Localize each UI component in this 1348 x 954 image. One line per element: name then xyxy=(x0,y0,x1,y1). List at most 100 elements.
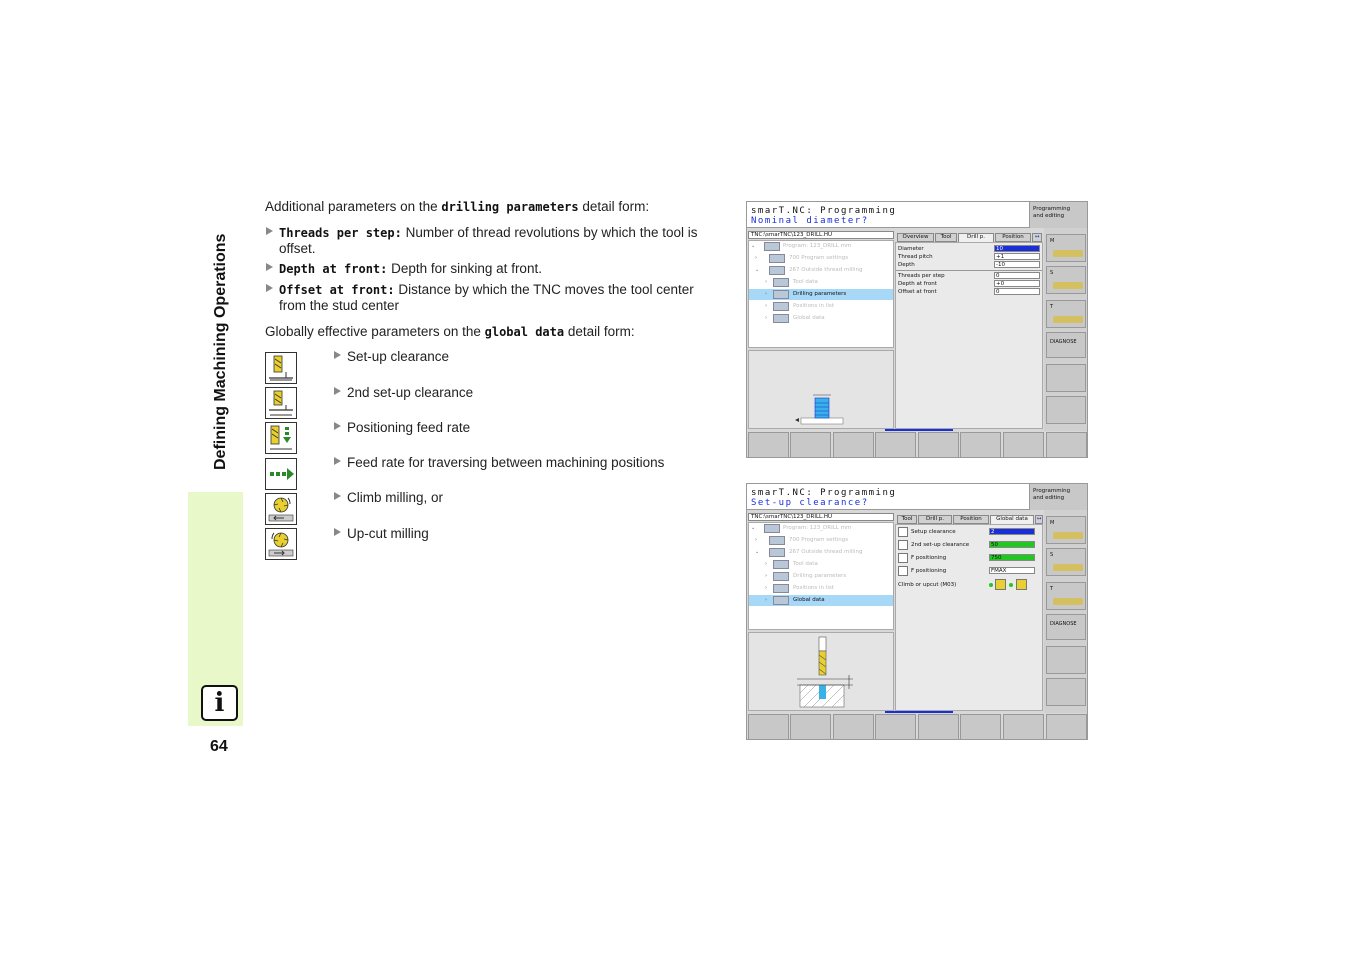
softkey-empty[interactable] xyxy=(1046,364,1086,392)
bullet-arrow-icon xyxy=(334,422,341,430)
param-threads-per-step: Threads per step: Number of thread revol… xyxy=(279,225,698,256)
tab-tool[interactable]: Tool xyxy=(935,233,957,242)
tree-item[interactable]: ⌄267 Outside thread milling xyxy=(755,548,863,557)
traverse-feed-icon xyxy=(265,458,297,490)
tab-scroll-arrows-icon[interactable]: ↔ xyxy=(1032,233,1042,242)
softkey-s[interactable]: S xyxy=(1046,548,1086,576)
bullet-arrow-icon xyxy=(266,263,273,271)
softkey-empty[interactable] xyxy=(833,714,874,739)
field-row: Depth at front+0 xyxy=(898,280,1042,288)
softkey-empty[interactable] xyxy=(748,432,789,457)
focus-indicator xyxy=(885,429,953,431)
f-positioning-input[interactable]: 750 xyxy=(989,554,1035,561)
softkey-empty[interactable] xyxy=(960,714,1001,739)
screen-header: smarT.NC: Programming Set-up clearance? xyxy=(747,484,1029,510)
offset-at-front-input[interactable]: 0 xyxy=(994,288,1040,295)
softkey-diagnose[interactable]: DIAGNOSE xyxy=(1046,614,1086,640)
softkey-empty[interactable] xyxy=(1003,714,1044,739)
bullet-arrow-icon xyxy=(266,284,273,292)
param-depth-at-front: Depth at front: Depth for sinking at fro… xyxy=(279,261,542,276)
intro-drilling-params: Additional parameters on the drilling pa… xyxy=(265,199,650,214)
tab-drill-params[interactable]: Drill p. xyxy=(918,515,952,524)
climb-milling-icon xyxy=(995,579,1006,590)
softkey-empty[interactable] xyxy=(875,714,916,739)
tree-item[interactable]: ›Drilling parameters xyxy=(765,572,847,581)
bullet-arrow-icon xyxy=(334,528,341,536)
tree-item[interactable]: ⌄267 Outside thread milling xyxy=(755,266,863,275)
tab-scroll-arrows-icon[interactable]: ↔ xyxy=(1035,515,1043,524)
global-param-label: Feed rate for traversing between machini… xyxy=(347,455,665,470)
global-param-label: Set-up clearance xyxy=(347,349,450,364)
thread-pitch-input[interactable]: +1 xyxy=(994,253,1040,260)
param-offset-at-front: Offset at front: Distance by which the T… xyxy=(279,282,694,313)
tree-item-selected[interactable]: ›Global data xyxy=(749,595,893,606)
bullet-arrow-icon xyxy=(334,351,341,359)
climb-radio[interactable] xyxy=(989,583,993,587)
tab-global-data[interactable]: Global data xyxy=(990,515,1034,524)
tree-item[interactable]: ›700 Program settings xyxy=(755,536,849,545)
softkey-empty[interactable] xyxy=(875,432,916,457)
tab-drill-params[interactable]: Drill p. xyxy=(958,233,994,242)
page-number: 64 xyxy=(210,738,228,755)
tree-item[interactable]: ›700 Program settings xyxy=(755,254,849,263)
depth-at-front-input[interactable]: +0 xyxy=(994,280,1040,287)
softkey-empty[interactable] xyxy=(960,432,1001,457)
softkey-m[interactable]: M xyxy=(1046,234,1086,262)
upcut-radio[interactable] xyxy=(1009,583,1013,587)
softkey-empty[interactable] xyxy=(1046,678,1086,706)
softkey-empty[interactable] xyxy=(790,432,831,457)
softkey-empty[interactable] xyxy=(1046,396,1086,424)
softkey-empty[interactable] xyxy=(833,432,874,457)
depth-input[interactable]: -10 xyxy=(994,261,1040,268)
chapter-title: Defining Machining Operations xyxy=(212,233,229,470)
softkey-empty[interactable] xyxy=(1046,714,1087,739)
file-path: TNC:\smarTNC\123_DRILL.HU xyxy=(748,513,894,521)
softkey-empty[interactable] xyxy=(918,432,959,457)
softkey-t[interactable]: T xyxy=(1046,300,1086,328)
tab-position[interactable]: Position xyxy=(995,233,1031,242)
bullet-arrow-icon xyxy=(334,457,341,465)
field-row: Thread pitch+1 xyxy=(898,253,1042,261)
tree-item[interactable]: ⌄Program: 123_DRILL mm xyxy=(751,524,852,533)
softkey-diagnose[interactable]: DIAGNOSE xyxy=(1046,332,1086,358)
softkey-t[interactable]: T xyxy=(1046,582,1086,610)
softkey-empty[interactable] xyxy=(1046,432,1087,457)
tab-tool[interactable]: Tool xyxy=(897,515,917,524)
upcut-milling-icon xyxy=(265,528,297,560)
tab-overview[interactable]: Overview xyxy=(897,233,934,242)
file-path: TNC:\smarTNC\123_DRILL.HU xyxy=(748,231,894,239)
diameter-input[interactable]: 10 xyxy=(994,245,1040,252)
upcut-milling-icon xyxy=(1016,579,1027,590)
softkey-empty[interactable] xyxy=(918,714,959,739)
tree-item[interactable]: ›Tool data xyxy=(765,278,818,287)
second-setup-clearance-input[interactable]: 50 xyxy=(989,541,1035,548)
global-param-label: Positioning feed rate xyxy=(347,420,471,435)
tree-item[interactable]: ⌄Program: 123_DRILL mm xyxy=(751,242,852,251)
softkey-s[interactable]: S xyxy=(1046,266,1086,294)
f-traverse-input[interactable]: FMAX xyxy=(989,567,1035,574)
bullet-arrow-icon xyxy=(334,492,341,500)
softkey-empty[interactable] xyxy=(1003,432,1044,457)
tree-item[interactable]: ›Positions in list xyxy=(765,302,834,311)
softkey-empty[interactable] xyxy=(1046,646,1086,674)
softkey-empty[interactable] xyxy=(748,714,789,739)
setup-clearance-input[interactable]: 2 xyxy=(989,528,1035,535)
tree-item[interactable]: ›Tool data xyxy=(765,560,818,569)
threads-per-step-input[interactable]: 0 xyxy=(994,272,1040,279)
tree-item[interactable]: ›Global data xyxy=(765,314,825,323)
tree-item[interactable]: ›Positions in list xyxy=(765,584,834,593)
tab-position[interactable]: Position xyxy=(953,515,989,524)
graphic-preview xyxy=(748,350,894,429)
softkey-empty[interactable] xyxy=(790,714,831,739)
field-row: Climb or upcut (M03) xyxy=(898,579,1042,590)
tree-item-selected[interactable]: ›Drilling parameters xyxy=(749,289,893,300)
vertical-softkeys: M S T DIAGNOSE xyxy=(1044,228,1087,431)
softkey-m[interactable]: M xyxy=(1046,516,1086,544)
